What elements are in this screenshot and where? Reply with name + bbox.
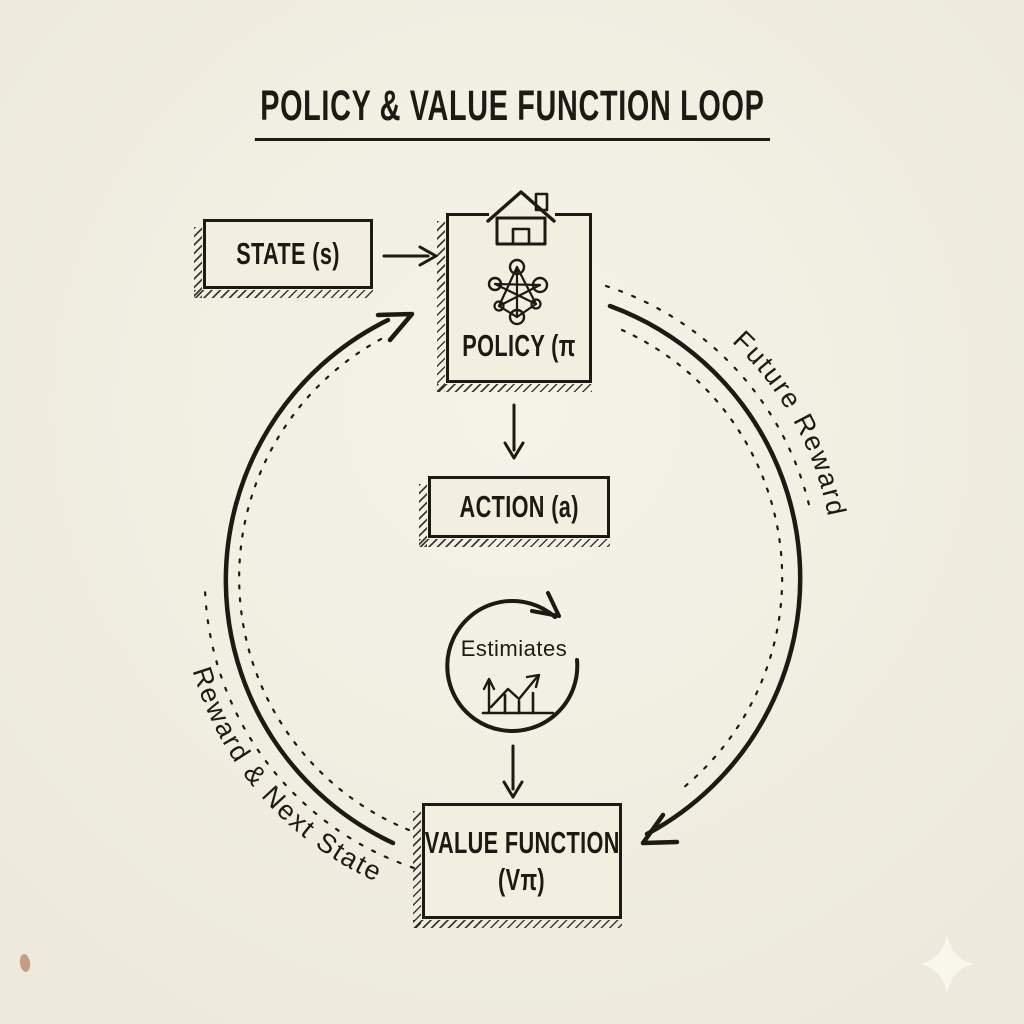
future-reward-text: Future Reward bbox=[727, 325, 850, 520]
page-title: POLICY & VALUE FUNCTION LOOP bbox=[254, 82, 770, 141]
reward-next-state-label: Reward & Next State bbox=[187, 663, 388, 888]
title-area: POLICY & VALUE FUNCTION LOOP bbox=[0, 82, 1024, 141]
left-loop-arc bbox=[203, 311, 429, 874]
value-function-label-line1: VALUE FUNCTION bbox=[424, 824, 620, 860]
policy-node: POLICY (π bbox=[437, 213, 592, 392]
reward-next-state-text: Reward & Next State bbox=[187, 663, 386, 888]
right-arc-dotted-outer bbox=[604, 284, 812, 511]
estimates-cycle-arrow bbox=[445, 591, 580, 733]
estimates-label: Estimiates bbox=[460, 636, 568, 661]
state-label: STATE (s) bbox=[236, 236, 340, 271]
estimates-to-value-arrow bbox=[502, 744, 524, 799]
sparkle-icon bbox=[921, 934, 973, 994]
right-arc-dotted-inner bbox=[620, 328, 784, 794]
left-arc-dotted-inner bbox=[238, 336, 411, 832]
action-label: ACTION (a) bbox=[459, 489, 579, 524]
action-node: ACTION (a) bbox=[419, 476, 610, 547]
paper-speck bbox=[19, 954, 31, 972]
future-reward-label: Future Reward bbox=[727, 325, 852, 520]
right-loop-arc bbox=[604, 284, 812, 846]
state-node: STATE (s) bbox=[194, 219, 373, 298]
policy-label: POLICY (π bbox=[462, 328, 576, 363]
policy-to-action-arrow bbox=[503, 403, 525, 460]
state-to-policy-arrow bbox=[382, 245, 438, 267]
value-function-label-line2: (Vπ) bbox=[498, 862, 546, 897]
value-function-node: VALUE FUNCTION (Vπ) bbox=[413, 803, 622, 928]
growth-chart-icon bbox=[481, 673, 555, 715]
